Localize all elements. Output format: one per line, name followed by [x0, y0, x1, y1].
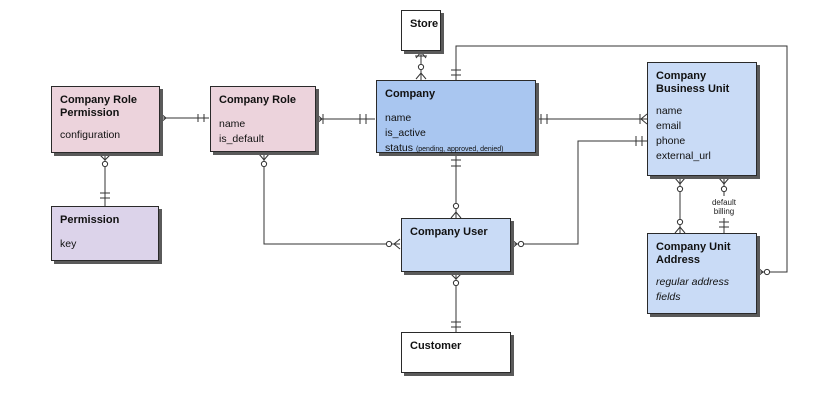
attribute: name [656, 105, 683, 117]
attribute: configuration [60, 129, 121, 141]
relationship-label-default-billing: default billing [704, 198, 744, 216]
entity-title: Company Unit Address [656, 241, 731, 266]
attribute-status: status (pending, approved, denied) [385, 141, 527, 157]
entity-company-role-permission[interactable]: Company Role Permission configuration [51, 86, 160, 153]
attribute-list: name is_default [219, 117, 307, 147]
attribute: name [219, 118, 246, 130]
attribute: status [385, 142, 414, 154]
attribute-list: key [60, 237, 150, 252]
entity-company[interactable]: Company name is_active status (pending, … [376, 80, 536, 154]
attribute: regular address [656, 276, 729, 288]
attribute: key [60, 238, 77, 250]
entity-title: Permission [60, 214, 120, 226]
entity-company-role[interactable]: Company Role name is_default [210, 86, 316, 152]
attribute: external_url [656, 150, 711, 162]
attribute-list: configuration [60, 128, 151, 143]
entity-permission[interactable]: Permission key [51, 206, 159, 261]
entity-store[interactable]: Store [401, 10, 441, 51]
attribute-note: (pending, approved, denied) [415, 146, 504, 153]
attribute: fields [656, 291, 681, 303]
attribute-list: regular address fields [656, 275, 748, 305]
entity-title: Customer [410, 340, 462, 352]
entity-title: Company Role [219, 94, 297, 106]
label-billing: billing [713, 207, 735, 216]
attribute-list: name is_active status (pending, approved… [385, 111, 527, 157]
attribute: is_active [385, 127, 426, 139]
entity-company-business-unit[interactable]: Company Business Unit name email phone e… [647, 62, 757, 176]
entity-title: Company Role Permission [60, 94, 138, 119]
entity-title: Company Business Unit [656, 70, 730, 95]
link-company-address [455, 45, 788, 273]
attribute-list: name email phone external_url [656, 104, 748, 164]
link-role-user [263, 152, 400, 245]
attribute: name [385, 112, 412, 124]
entity-title: Store [410, 18, 439, 30]
attribute: phone [656, 135, 686, 147]
label-default: default [711, 198, 737, 207]
attribute: is_default [219, 133, 264, 145]
entity-company-user[interactable]: Company User [401, 218, 511, 272]
entity-title: Company User [410, 226, 488, 238]
entity-customer[interactable]: Customer [401, 332, 511, 373]
attribute: email [656, 120, 682, 132]
entity-company-unit-address[interactable]: Company Unit Address regular address fie… [647, 233, 757, 314]
entity-title: Company [385, 88, 436, 100]
link-user-cbu [511, 140, 647, 245]
